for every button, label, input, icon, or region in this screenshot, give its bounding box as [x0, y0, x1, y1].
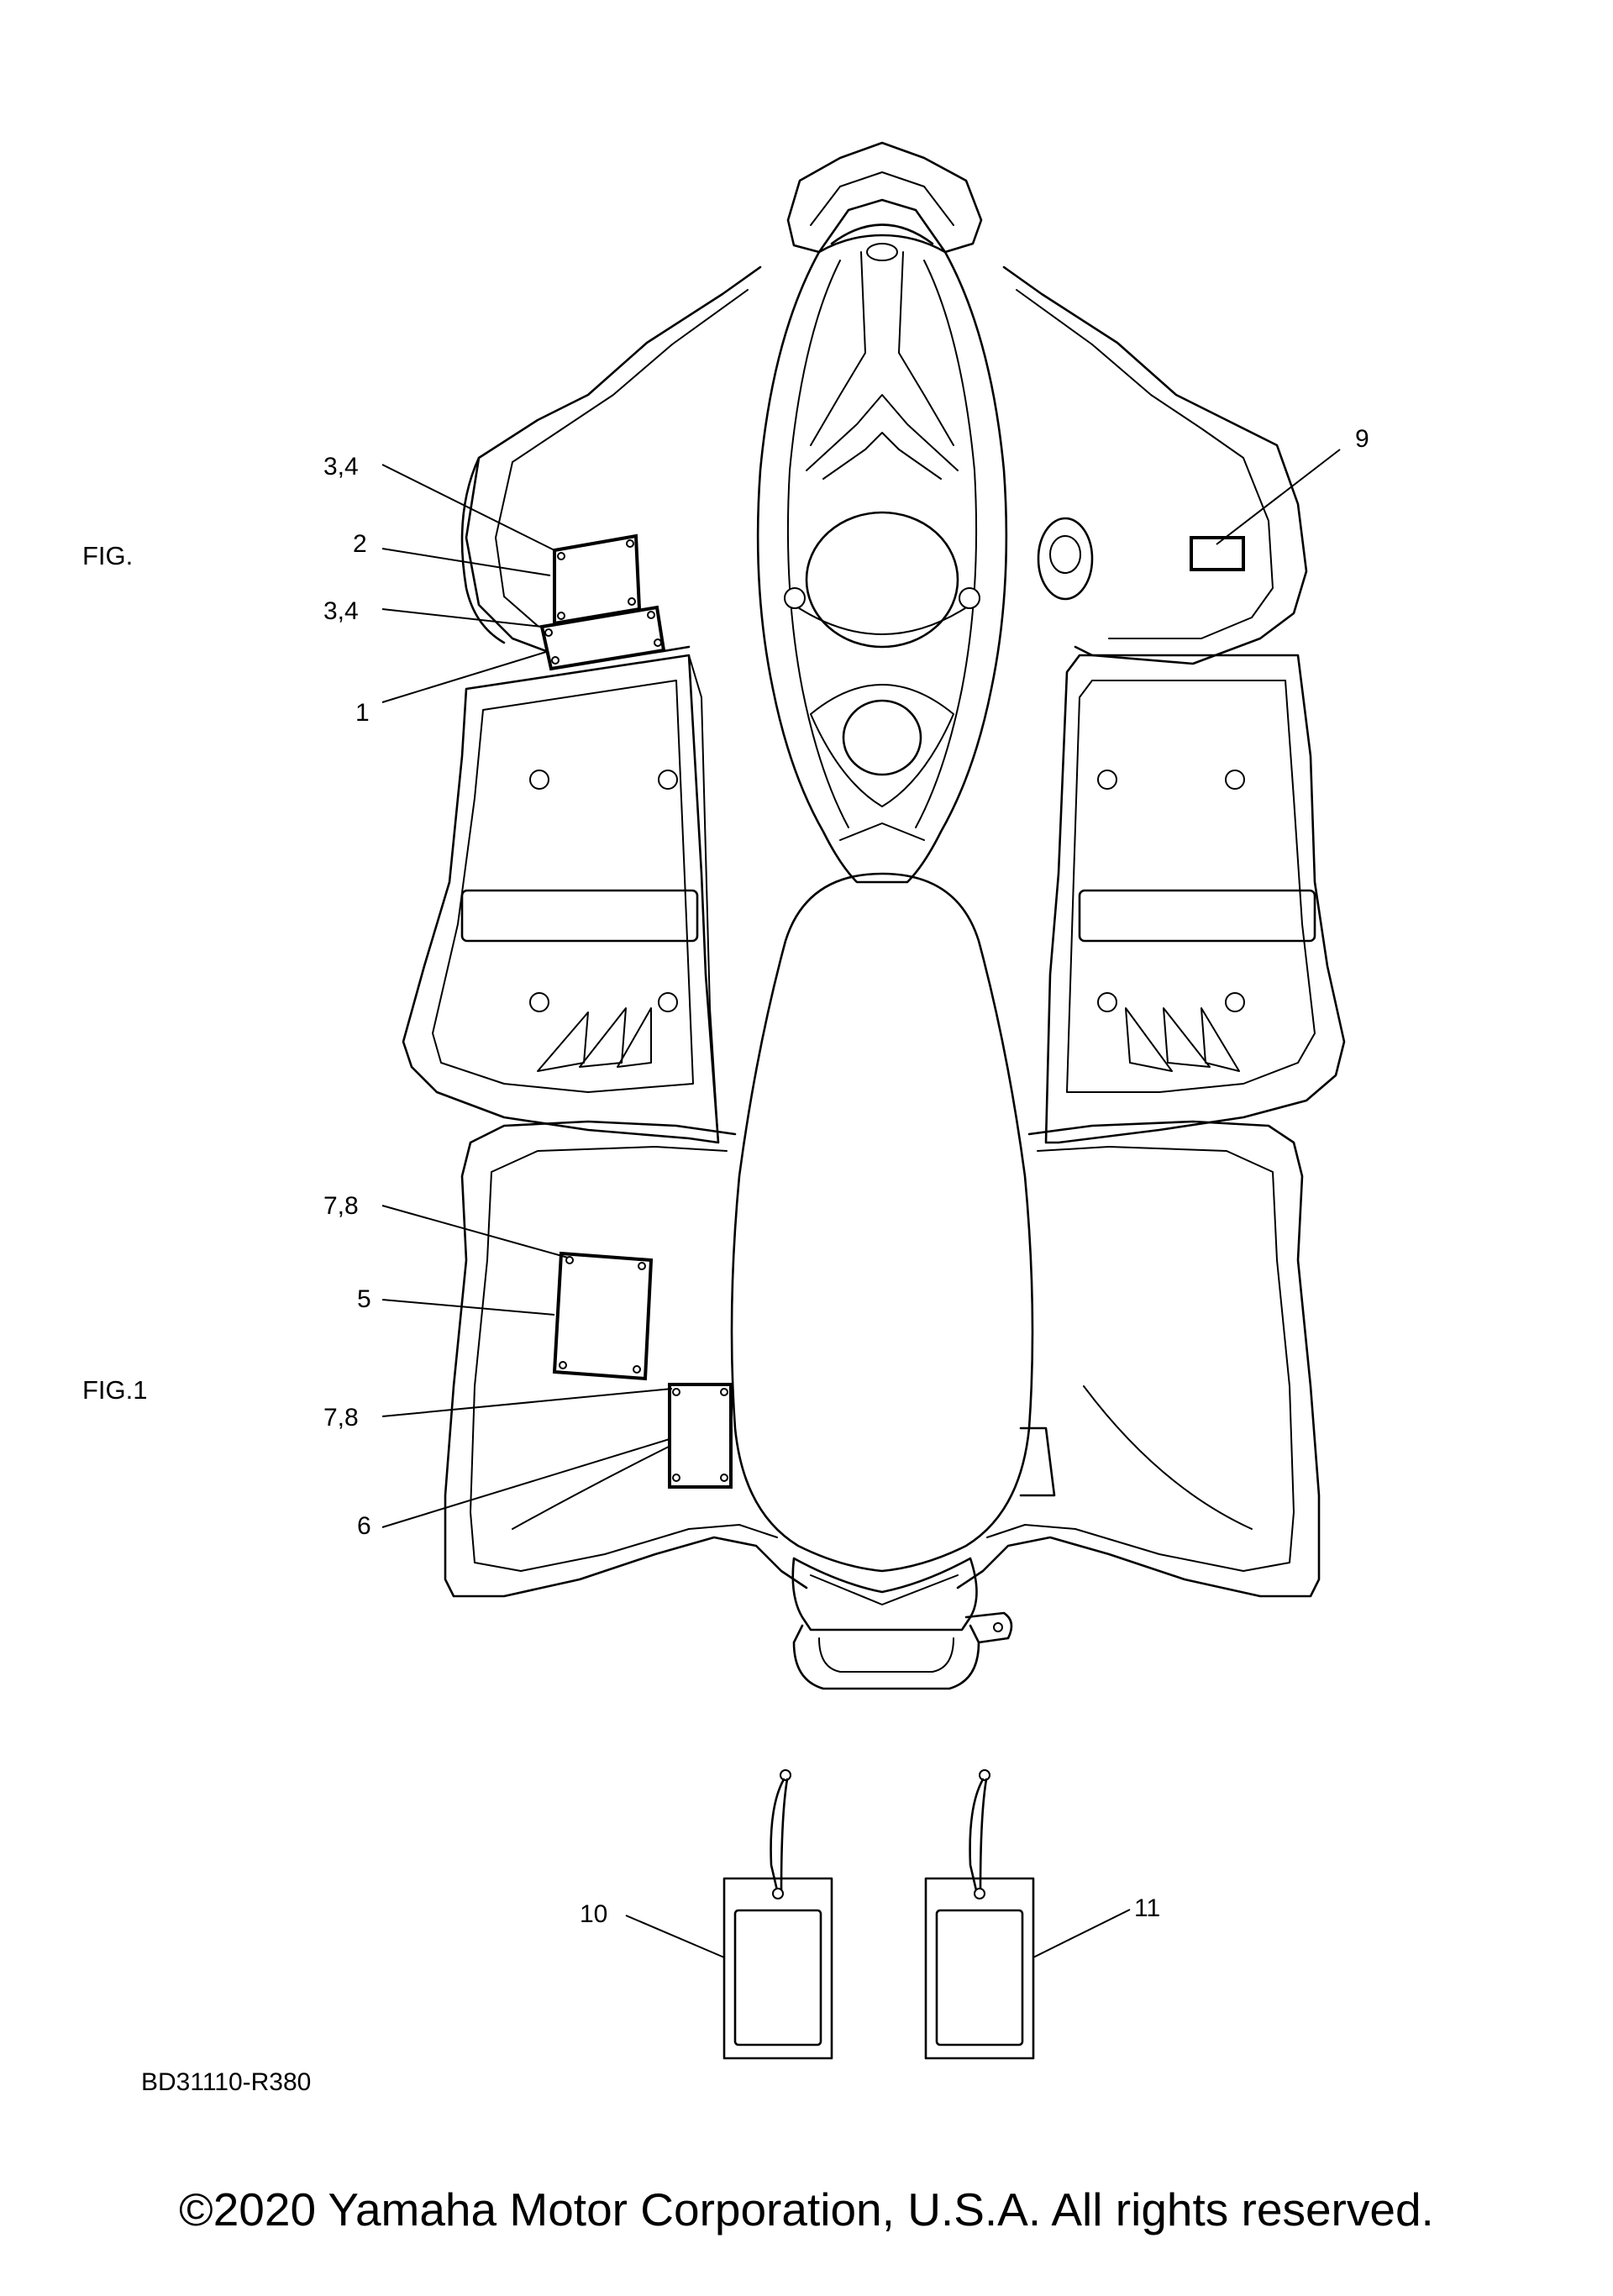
callout-3-4-middle: 3,4	[323, 597, 359, 625]
seat	[730, 872, 1034, 1573]
right-side-panel	[1044, 654, 1346, 1144]
leader-lines	[381, 449, 1341, 1958]
center-tank-cover	[756, 234, 1008, 884]
fig-label-top: FIG.	[82, 541, 134, 570]
callout-6: 6	[357, 1512, 371, 1540]
callout-7-8-bottom: 7,8	[323, 1404, 359, 1432]
callout-11: 11	[1134, 1894, 1161, 1922]
left-rear-fender	[444, 1120, 808, 1598]
callout-5: 5	[357, 1285, 371, 1313]
callout-1: 1	[355, 699, 370, 727]
right-rear-fender	[956, 1120, 1321, 1598]
callout-2: 2	[353, 530, 367, 558]
right-front-fender	[1002, 265, 1308, 665]
decal-5	[552, 1251, 654, 1381]
callout-7-8-top: 7,8	[323, 1192, 359, 1220]
copyright-notice: ©2020 Yamaha Motor Corporation, U.S.A. A…	[179, 2183, 1434, 2236]
callout-9: 9	[1355, 425, 1369, 453]
hang-tag-10	[722, 1769, 833, 2060]
decal-2	[553, 533, 642, 626]
rear-tail	[791, 1557, 1013, 1690]
front-nose	[786, 141, 983, 254]
decal-9	[1190, 536, 1245, 571]
fig-label-bottom: FIG.1	[82, 1375, 148, 1405]
diagram-code: BD31110-R380	[141, 2068, 312, 2096]
decal-1	[539, 605, 666, 671]
decal-6	[668, 1383, 733, 1489]
callout-10: 10	[580, 1900, 608, 1928]
callout-3-4-top: 3,4	[323, 453, 359, 481]
fuel-cap-recess	[1037, 517, 1094, 601]
hang-tag-11	[924, 1769, 1035, 2060]
left-side-panel	[402, 654, 720, 1144]
